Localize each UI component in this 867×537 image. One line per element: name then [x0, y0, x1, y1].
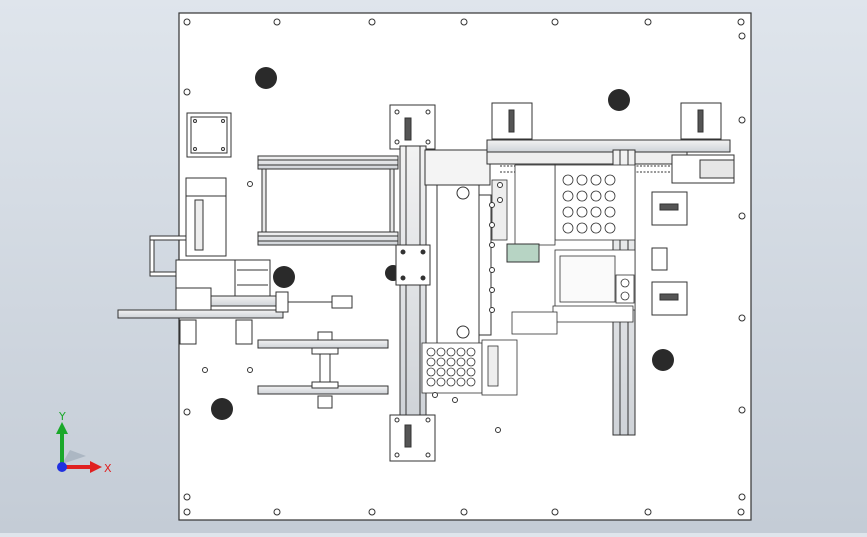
- corner-mount-block: [186, 112, 232, 158]
- right-side-brackets: [651, 191, 688, 316]
- axis-triad-graphic: Y X: [56, 410, 112, 475]
- upper-linear-rail: [257, 155, 399, 246]
- z-axis-shadow: [62, 450, 86, 464]
- upper-ballscrew-assembly: [486, 102, 735, 184]
- x-axis-arrow: [90, 461, 102, 473]
- middle-part-tray: [511, 249, 636, 335]
- slide-carriage: [424, 149, 492, 346]
- large-mounting-holes: [211, 67, 674, 420]
- lower-round-tray: [421, 339, 518, 396]
- x-axis-label: X: [104, 462, 112, 475]
- perimeter-bolt-holes: [183, 18, 746, 516]
- upper-part-tray: [491, 164, 636, 246]
- y-axis-label: Y: [58, 410, 66, 423]
- green-sensor-bracket: [506, 243, 540, 263]
- belt-pulley-assembly: [257, 331, 389, 409]
- z-axis-origin: [57, 462, 67, 472]
- left-gripper-assembly: [117, 177, 353, 345]
- central-vertical-slide: [389, 104, 436, 462]
- y-axis-arrow: [56, 422, 68, 434]
- carriage-bolts: [432, 182, 503, 433]
- coordinate-triad: Y X: [48, 410, 118, 480]
